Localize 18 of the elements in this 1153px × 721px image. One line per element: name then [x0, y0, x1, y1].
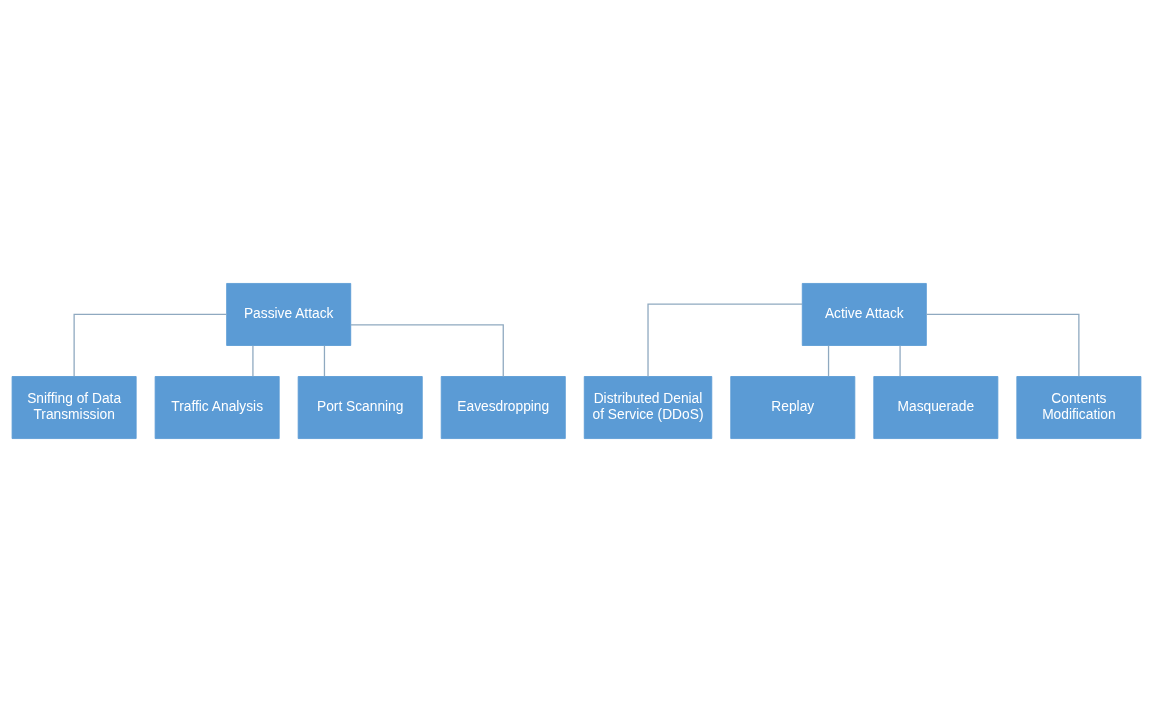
node-box: Eavesdropping — [440, 375, 566, 439]
node-box: Traffic Analysis — [154, 375, 280, 439]
connector — [925, 313, 1080, 377]
connector — [323, 344, 326, 377]
connector — [647, 303, 803, 377]
node-box: Replay — [730, 375, 856, 439]
connector — [252, 344, 254, 377]
node-box: Passive Attack — [226, 282, 352, 346]
connector — [827, 344, 830, 377]
node-box: Active Attack — [801, 282, 927, 346]
connector — [73, 313, 228, 377]
node-box: Contents Modification — [1016, 375, 1142, 439]
node-box: Distributed Denial of Service (DDoS) — [583, 375, 713, 439]
connector — [350, 323, 504, 377]
node-box: Masquerade — [873, 375, 999, 439]
node-box: Sniffing of Data Transmission — [11, 375, 137, 439]
connector — [899, 344, 901, 377]
node-box: Port Scanning — [297, 375, 423, 439]
